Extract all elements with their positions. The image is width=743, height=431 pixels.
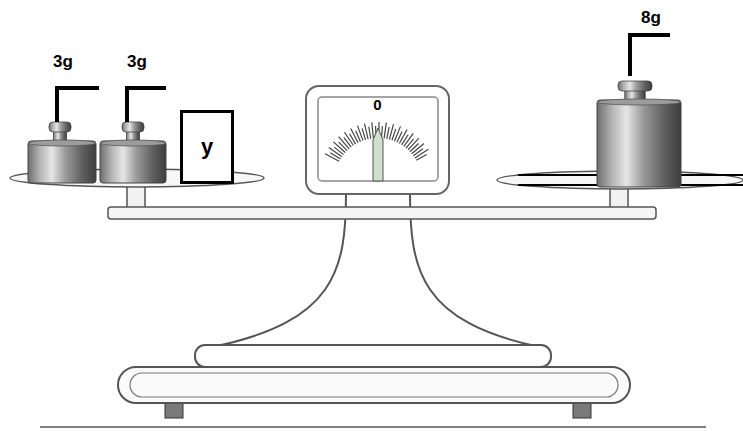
- weight-label: 8g: [641, 8, 661, 28]
- dial-face: [305, 85, 450, 195]
- dial-tick: [413, 149, 423, 156]
- mass-weight: [28, 122, 96, 183]
- unknown-mass-box: y: [180, 110, 234, 184]
- dial-tick: [339, 142, 347, 151]
- weight-body: [597, 100, 681, 187]
- dial-tick: [406, 139, 414, 148]
- dial-tick: [357, 126, 362, 141]
- scale-dial: 0: [305, 85, 450, 195]
- node-text: 0: [307, 96, 448, 113]
- scale-base: [118, 367, 630, 403]
- weight-body: [100, 141, 166, 183]
- ground-line: [40, 426, 706, 428]
- dial-needle: [373, 128, 383, 181]
- weight-label: 3g: [127, 52, 147, 72]
- mass-weight: [100, 122, 166, 183]
- dial-tick: [365, 124, 369, 140]
- label-flag: [57, 88, 99, 122]
- label-flag: [127, 88, 166, 122]
- node-text: y: [201, 134, 213, 160]
- dial-tick: [372, 122, 374, 138]
- dial-tick: [351, 129, 358, 143]
- dial-tick: [369, 127, 371, 139]
- dial-tick: [394, 126, 400, 141]
- dial-tick: [402, 135, 408, 145]
- dial-tick: [344, 138, 351, 148]
- dial-tick: [416, 154, 426, 160]
- dial-tick: [387, 127, 389, 139]
- weight-body: [28, 141, 96, 183]
- weight-knob: [49, 122, 71, 132]
- dial-tick: [362, 128, 365, 140]
- dial-tick: [384, 123, 386, 139]
- pan-stem: [127, 184, 145, 209]
- dial-tick: [410, 143, 419, 151]
- weight-label: 3g: [53, 52, 73, 72]
- dial-tick: [334, 147, 343, 154]
- label-flag: [630, 35, 670, 76]
- scale-base-inner: [130, 373, 618, 397]
- dial-tick: [330, 153, 340, 159]
- weight-top: [28, 140, 96, 146]
- scale-platform: [195, 345, 551, 367]
- weight-top: [100, 140, 166, 146]
- weight-knob: [122, 122, 144, 132]
- mass-weight: [597, 81, 681, 187]
- weight-top: [597, 99, 681, 105]
- scale-beam: [108, 207, 656, 219]
- weight-knob: [618, 81, 652, 91]
